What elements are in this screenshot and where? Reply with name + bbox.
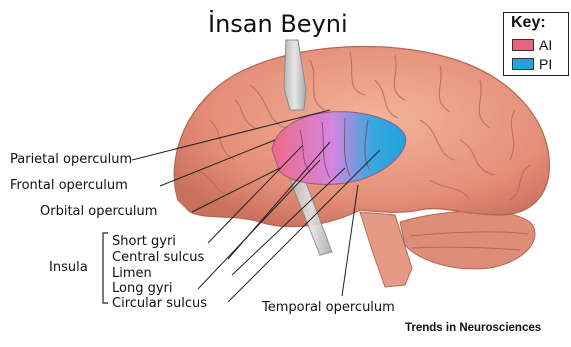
label-frontal-operculum: Frontal operculum bbox=[10, 178, 128, 193]
label-short-gyri: Short gyri bbox=[112, 234, 176, 249]
label-insula: Insula bbox=[49, 260, 88, 275]
retractor bbox=[284, 40, 306, 110]
legend-label-pi: PI bbox=[539, 56, 552, 72]
label-central-sulcus: Central sulcus bbox=[112, 250, 204, 265]
label-long-gyri: Long gyri bbox=[112, 281, 173, 296]
page-title: İnsan Beyni bbox=[208, 10, 348, 38]
insula-bracket bbox=[103, 233, 108, 303]
legend-box: Key: AI PI bbox=[503, 12, 569, 76]
label-parietal-operculum: Parietal operculum bbox=[10, 152, 132, 167]
legend-swatch-ai bbox=[512, 39, 534, 51]
label-limen: Limen bbox=[112, 266, 152, 281]
legend-title: Key: bbox=[511, 14, 546, 32]
legend-swatch-pi bbox=[512, 58, 534, 70]
source-credit: Trends in Neurosciences bbox=[405, 322, 541, 334]
cerebellum bbox=[400, 211, 535, 269]
legend-item-pi: PI bbox=[512, 56, 552, 72]
label-circular-sulcus: Circular sulcus bbox=[112, 296, 207, 311]
label-orbital-operculum: Orbital operculum bbox=[40, 204, 157, 219]
legend-label-ai: AI bbox=[539, 37, 552, 53]
label-temporal-operculum: Temporal operculum bbox=[262, 300, 395, 315]
legend-item-ai: AI bbox=[512, 37, 552, 53]
